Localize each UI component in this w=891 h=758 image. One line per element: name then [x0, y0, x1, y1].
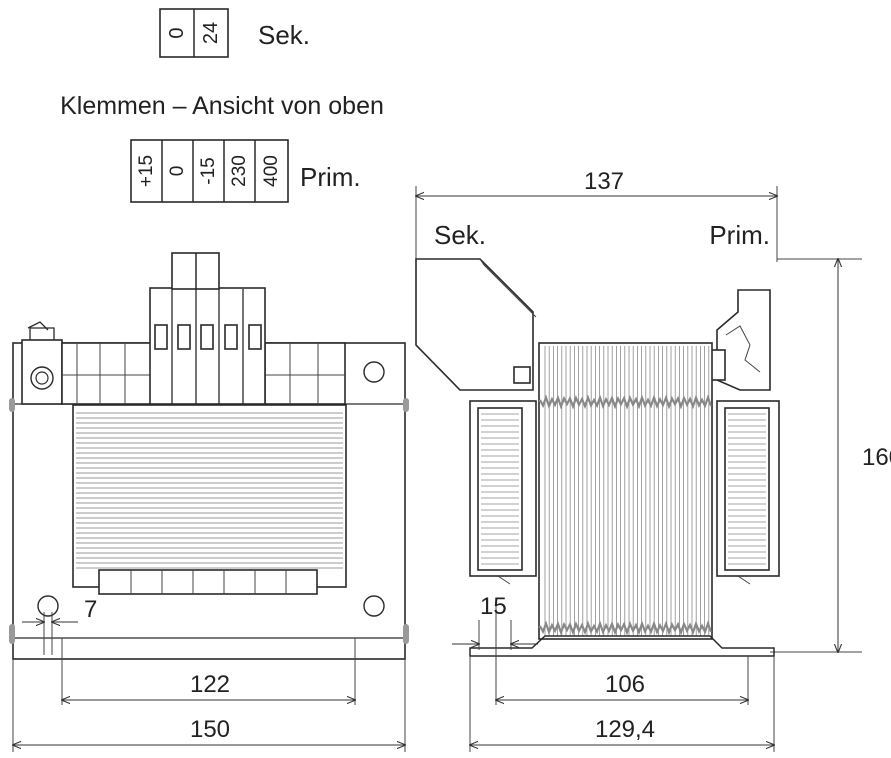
prim-terminal-1: 0: [167, 166, 188, 177]
side-core-laminations: [538, 342, 713, 640]
prim-terminal-2: -15: [198, 157, 219, 184]
dim-side-hole-spacing: 106: [605, 671, 645, 698]
side-sek-label: Sek.: [434, 220, 486, 250]
side-sek-terminal-housing: [415, 258, 537, 391]
sek-terminal-0: 0: [166, 27, 188, 38]
view-caption: Klemmen – Ansicht von oben: [60, 92, 384, 120]
side-bobbin-left: [469, 400, 537, 577]
dim-side-slot: 15: [480, 593, 507, 620]
earth-terminal: [21, 321, 63, 405]
front-terminal-strip: [61, 252, 346, 405]
header-prim-label: Prim.: [300, 162, 361, 192]
front-core: [72, 404, 347, 595]
dim-front-width-total: 150: [190, 716, 230, 743]
prim-terminal-block: +15 0 -15 230 400: [130, 139, 289, 203]
sek-terminal-1: 24: [200, 22, 222, 44]
prim-terminal-4: 400: [261, 155, 282, 187]
dim-front-hole-spacing: 122: [190, 671, 230, 698]
dim-side-base-width: 129,4: [595, 716, 655, 743]
dim-front-hole-diameter: 7: [84, 596, 97, 623]
prim-terminal-0: +15: [136, 155, 157, 187]
hole-bottom-left: [37, 595, 59, 617]
hole-top-right: [363, 361, 385, 383]
side-bobbin-right: [716, 400, 780, 577]
side-prim-label: Prim.: [709, 220, 770, 250]
dim-side-width-total: 137: [584, 168, 624, 195]
side-view: 137 Sek. Prim. 160: [416, 168, 891, 752]
side-prim-terminal-housing: [710, 289, 771, 391]
hole-bottom-right: [363, 595, 385, 617]
dim-side-height: 160: [862, 444, 891, 471]
front-view: 122 150 7: [9, 252, 409, 752]
sek-terminal-block: 0 24: [159, 8, 229, 58]
header-sek-label: Sek.: [258, 20, 310, 50]
prim-terminal-3: 230: [229, 155, 250, 187]
